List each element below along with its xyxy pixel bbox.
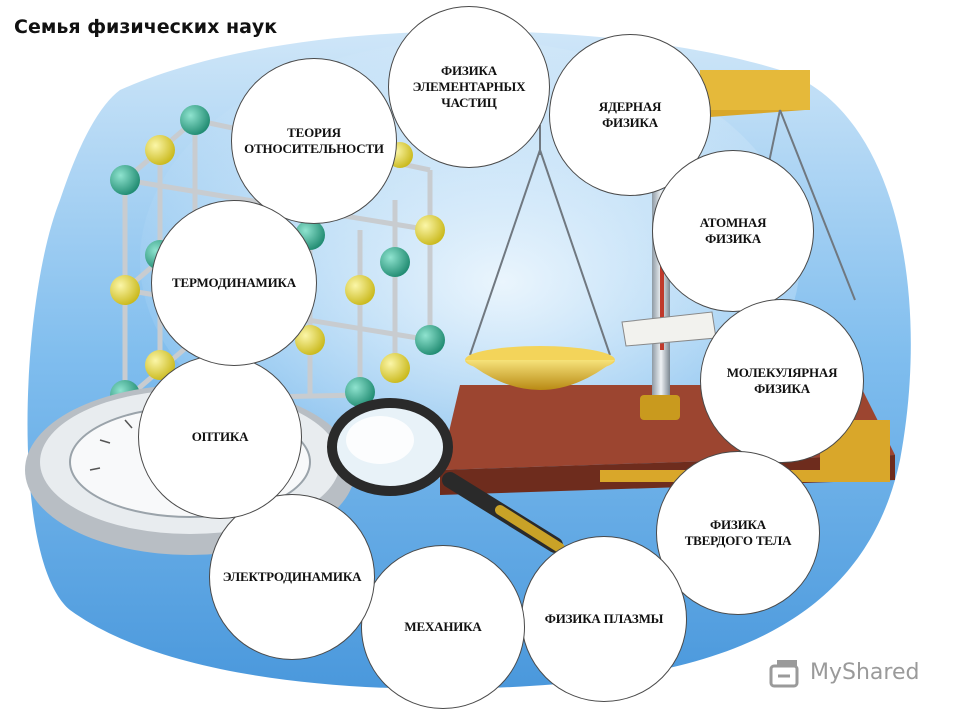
bubble-relativity: ТЕОРИЯ ОТНОСИТЕЛЬНОСТИ: [231, 58, 397, 224]
bubble-label: ТЕОРИЯ ОТНОСИТЕЛЬНОСТИ: [244, 124, 384, 156]
bubble-plasma-physics: ФИЗИКА ПЛАЗМЫ: [521, 536, 687, 702]
magnifier-icon: [327, 398, 565, 553]
bubble-molecular-physics: МОЛЕКУЛЯРНАЯ ФИЗИКА: [700, 299, 864, 463]
bubble-label: ЯДЕРНАЯ ФИЗИКА: [598, 98, 662, 130]
watermark: MyShared: [768, 656, 928, 696]
watermark-logo-icon: [769, 660, 799, 688]
bubble-label: ЭЛЕКТРОДИНАМИКА: [222, 568, 362, 584]
bubble-atomic-physics: АТОМНАЯ ФИЗИКА: [652, 150, 814, 312]
bubble-electrodynamics: ЭЛЕКТРОДИНАМИКА: [209, 494, 375, 660]
bubble-solid-state-physics: ФИЗИКА ТВЕРДОГО ТЕЛА: [656, 451, 820, 615]
bubble-optics: ОПТИКА: [138, 355, 302, 519]
bubble-label: ТЕРМОДИНАМИКА: [172, 274, 296, 290]
page-title: Семья физических наук: [14, 16, 278, 38]
bubble-label: ФИЗИКА ЭЛЕМЕНТАРНЫХ ЧАСТИЦ: [412, 62, 526, 111]
bubble-label: МОЛЕКУЛЯРНАЯ ФИЗИКА: [726, 364, 838, 396]
bubble-label: ФИЗИКА ПЛАЗМЫ: [544, 610, 664, 626]
bubble-mechanics: МЕХАНИКА: [361, 545, 525, 709]
bubble-particle-physics: ФИЗИКА ЭЛЕМЕНТАРНЫХ ЧАСТИЦ: [388, 6, 550, 168]
bubble-thermodynamics: ТЕРМОДИНАМИКА: [151, 200, 317, 366]
bubble-label: МЕХАНИКА: [404, 618, 482, 634]
bubble-label: ОПТИКА: [191, 428, 249, 444]
bubble-label: АТОМНАЯ ФИЗИКА: [699, 214, 767, 246]
bubble-label: ФИЗИКА ТВЕРДОГО ТЕЛА: [684, 516, 792, 548]
watermark-text: MyShared: [810, 660, 920, 685]
